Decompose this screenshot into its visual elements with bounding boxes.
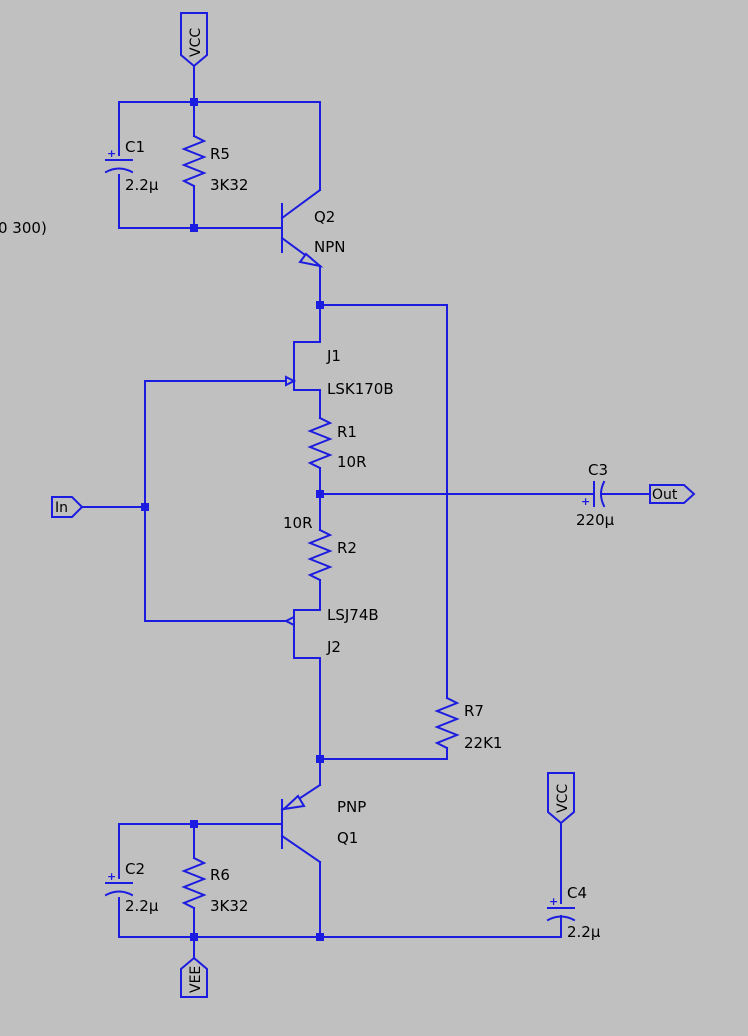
resistor-r5 [181,101,207,229]
r7-value: 22K1 [464,734,502,752]
svg-text:+: + [581,495,590,508]
q2-name: Q2 [314,208,335,226]
r2-value: 10R [283,514,313,532]
vee-port: VEE [180,956,208,998]
vee-port-label: VEE [188,966,204,993]
resistor-r7 [434,696,460,750]
r5-name: R5 [210,145,230,163]
c2-name: C2 [125,860,145,878]
svg-text:+: + [549,895,558,908]
out-port-label: Out [652,487,678,503]
c2-value: 2.2μ [125,897,159,915]
j1-value: LSK170B [327,380,394,398]
out-port: Out [649,484,696,504]
junction-dot [316,933,324,941]
j2-value: LSJ74B [327,606,379,624]
r6-name: R6 [210,866,230,884]
vcc-top-port: VCC [180,12,208,68]
c1-value: 2.2μ [125,176,159,194]
transistor-q2 [280,188,324,268]
r1-name: R1 [337,423,357,441]
resistor-r1 [307,416,333,470]
junction-dot [141,503,149,511]
c3-name: C3 [588,461,608,479]
resistor-r6 [181,823,207,938]
svg-text:+: + [107,147,116,160]
c3-value: 220μ [576,511,615,529]
capacitor-c2: + [104,870,134,897]
resistor-r2 [307,528,333,582]
r6-value: 3K32 [210,897,248,915]
q1-name: Q1 [337,829,358,847]
j1-name: J1 [326,347,341,365]
in-port-label: In [55,500,68,516]
jfet-j2 [283,609,321,659]
q1-value: PNP [337,798,366,816]
capacitor-c1: + [104,147,134,174]
r5-value: 3K32 [210,176,248,194]
c4-value: 2.2μ [567,923,601,941]
partial-directive-text: 0 300) [0,219,47,237]
vcc-right-label: VCC [555,784,571,813]
j2-name: J2 [326,638,341,656]
jfet-j1 [285,341,321,391]
vcc-right-port: VCC [547,772,575,825]
junction-dot [316,755,324,763]
r1-value: 10R [337,453,367,471]
svg-text:+: + [107,870,116,883]
c1-name: C1 [125,138,145,156]
r7-name: R7 [464,702,484,720]
q2-value: NPN [314,238,346,256]
vcc-top-label: VCC [188,28,204,57]
transistor-q1 [280,783,322,864]
in-port: In [51,496,84,518]
c4-name: C4 [567,884,587,902]
r2-name: R2 [337,539,357,557]
